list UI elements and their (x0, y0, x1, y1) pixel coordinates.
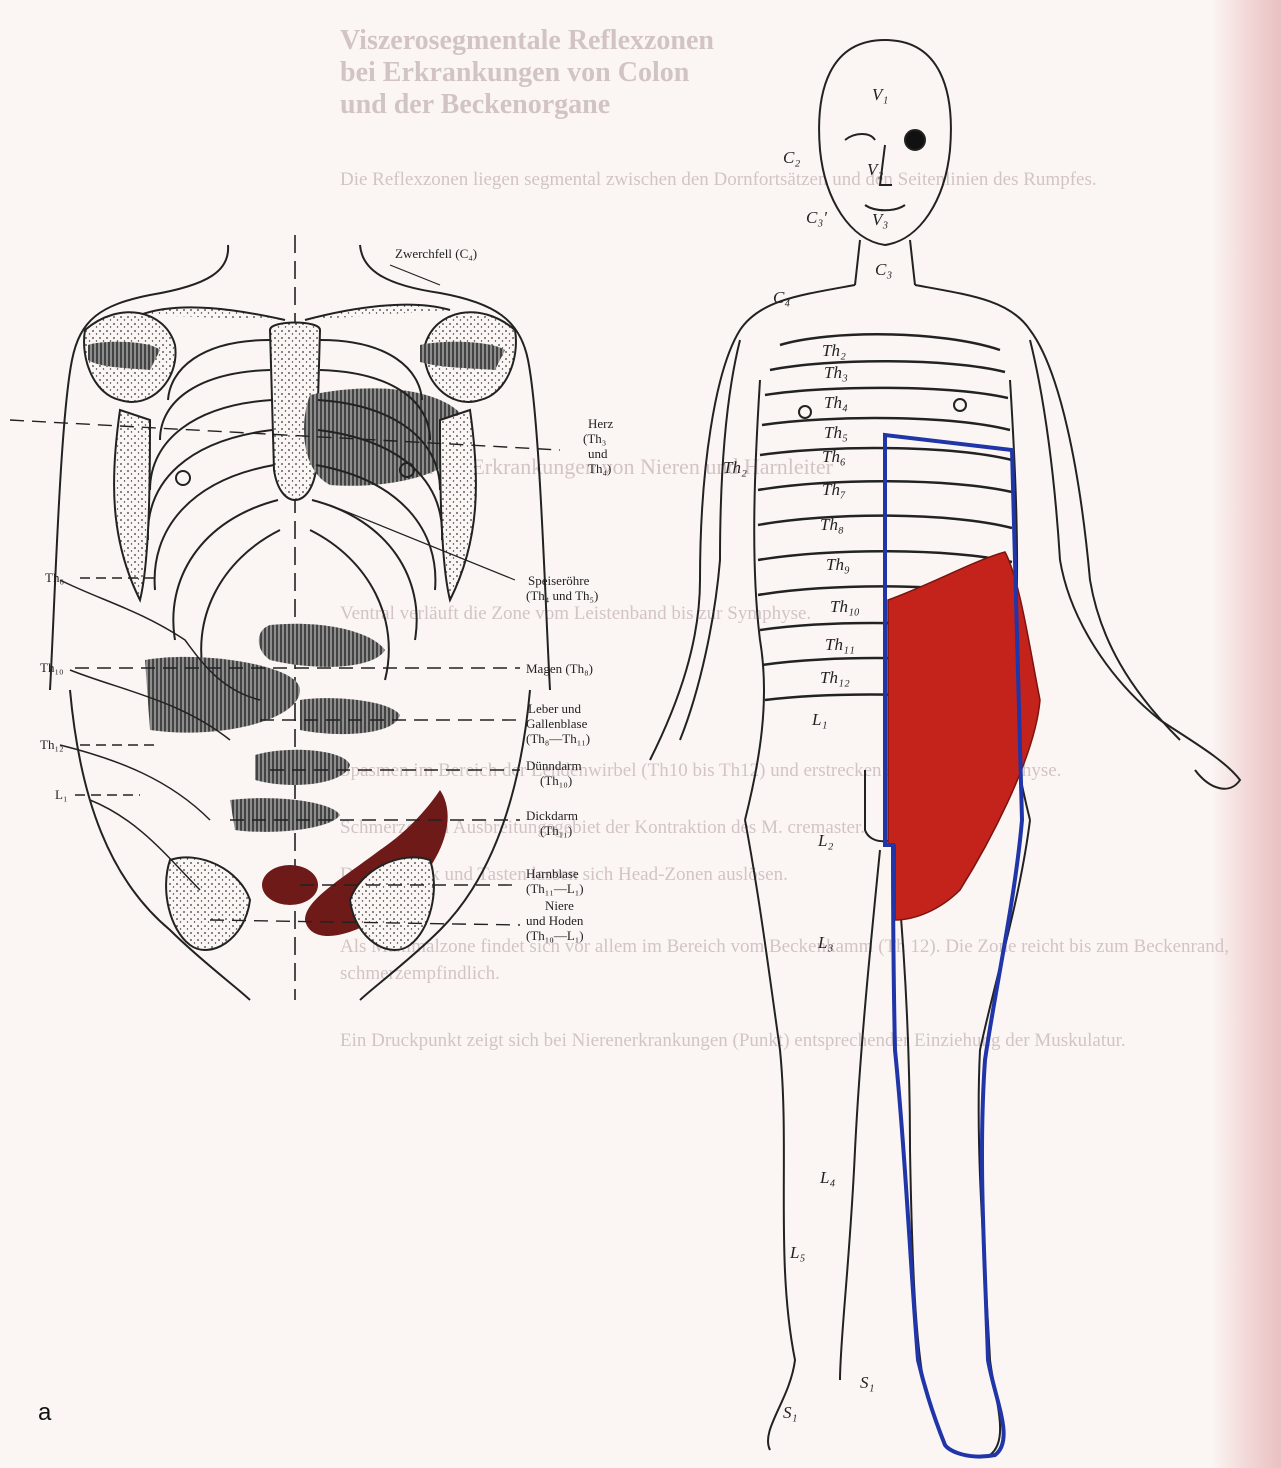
right-figure-segment-labels: V₁ V₂ V₃ C₂ C₃' C₃ C₄ Th₂ Th₃ Th₄ Th₅ Th… (723, 85, 892, 1422)
segment-th3: Th₃ (824, 363, 848, 382)
segment-v2: V₂ (867, 160, 883, 179)
label-leber: (Th₈—Th₁₁) (526, 731, 590, 746)
label-herz: Th₄) (588, 461, 611, 476)
segment-l5: L₅ (789, 1243, 805, 1262)
segment-c3p: C₃' (806, 208, 827, 227)
eye-dark (905, 130, 925, 150)
segment-th12: Th₁₂ (820, 668, 850, 687)
label-zwerchfell: Zwerchfell (C₄) (395, 246, 477, 261)
segment-c3: C₃ (875, 260, 892, 279)
label-leber: Leber und (528, 701, 582, 716)
segment-th8: Th₈ (820, 515, 844, 534)
label-herz: und (588, 446, 608, 461)
segment-c4: C₄ (773, 288, 790, 307)
label-herz: (Th₃ (583, 431, 606, 446)
segment-c2: C₂ (783, 148, 800, 167)
segment-v1: V₁ (872, 85, 888, 104)
label-speiseroehre: Speiseröhre (528, 573, 590, 588)
label-th12: Th₁₂ (40, 737, 64, 752)
segment-th2: Th₂ (822, 341, 846, 360)
segment-th7: Th₇ (822, 480, 846, 499)
label-th10: Th₁₀ (40, 660, 64, 675)
label-dickdarm: (Th₁₁) (540, 823, 572, 838)
label-niere: (Th₁₀—L₁) (526, 928, 584, 943)
label-harnblase: Harnblase (526, 866, 579, 881)
segment-l1: L₁ (811, 710, 827, 729)
segment-v3: V₃ (872, 210, 888, 229)
segment-l3: L₃ (817, 933, 833, 952)
segment-th10: Th₁₀ (830, 597, 860, 616)
segment-l2: L₂ (817, 831, 833, 850)
label-l1: L₁ (55, 787, 67, 802)
segment-s1: S₁ (860, 1373, 874, 1392)
label-duenndarm: (Th₁₀) (540, 773, 572, 788)
segment-th5: Th₅ (824, 423, 848, 442)
label-magen: Magen (Th₈) (526, 661, 593, 676)
label-harnblase: (Th₁₁—L₁) (526, 881, 584, 896)
label-herz: Herz (588, 416, 613, 431)
segment-th6: Th₆ (822, 447, 846, 466)
segment-s1-lower: S₁ (783, 1403, 797, 1422)
label-speiseroehre: (Th₄ und Th₅) (526, 588, 598, 603)
segment-th9: Th₉ (826, 555, 850, 574)
segment-th4: Th₄ (824, 393, 848, 412)
label-duenndarm: Dünndarm (526, 758, 582, 773)
label-niere: Niere (545, 898, 574, 913)
label-th6: Th₆ (45, 570, 64, 585)
label-niere: und Hoden (526, 913, 584, 928)
segment-th2-side: Th₂ (723, 458, 747, 477)
colon-zone (230, 798, 340, 832)
small-intestine-zone (255, 750, 350, 785)
panel-label: a (38, 1399, 52, 1426)
stomach-zone (259, 624, 385, 667)
label-dickdarm: Dickdarm (526, 808, 578, 823)
segment-th11: Th₁₁ (825, 635, 855, 654)
left-torso-figure (10, 235, 560, 1000)
label-leber: Gallenblase (526, 716, 588, 731)
segment-l4: L₄ (819, 1168, 835, 1187)
